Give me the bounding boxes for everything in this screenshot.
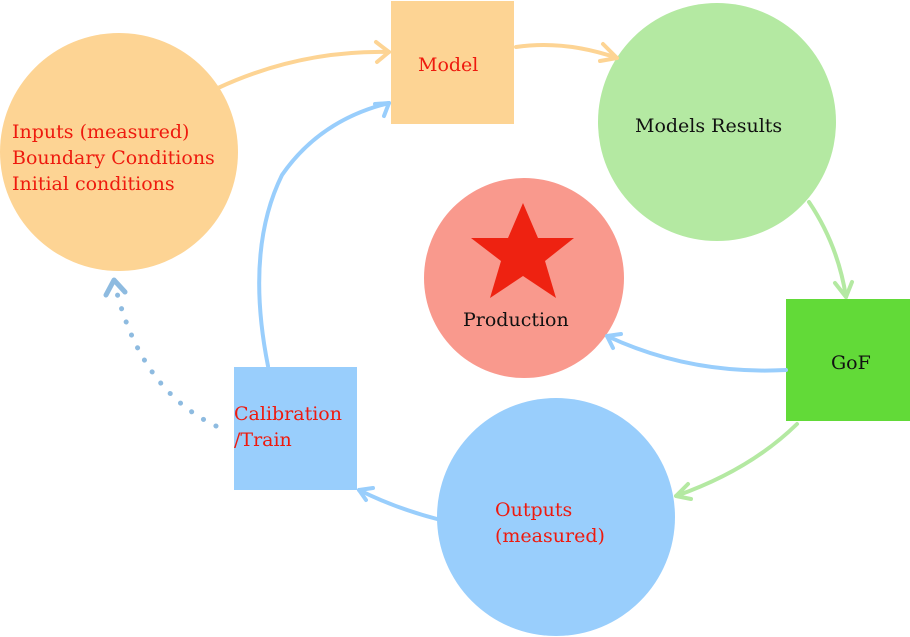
node-model xyxy=(391,1,514,124)
edge-calibration-to-inputs-dotted xyxy=(112,282,219,429)
node-models-results xyxy=(598,3,836,241)
arrowhead-outputs-to-calibration xyxy=(357,486,375,502)
node-outputs xyxy=(437,398,675,636)
outputs-label-line-2: (measured) xyxy=(495,525,605,547)
calibration-label-line-1: Calibration xyxy=(234,403,342,425)
calibration-label: Calibration /Train xyxy=(234,403,348,451)
gof-label: GoF xyxy=(831,352,871,374)
edge-outputs-to-calibration xyxy=(357,488,439,521)
arrowhead-inputs-to-model xyxy=(374,40,391,64)
inputs-label: Inputs (measured) Boundary Conditions In… xyxy=(12,121,221,195)
inputs-label-line-1: Inputs (measured) xyxy=(12,121,189,143)
edge-results-to-gof xyxy=(807,200,848,299)
model-label: Model xyxy=(418,54,478,76)
node-gof xyxy=(786,299,910,421)
arrowhead-calibration-to-inputs xyxy=(103,277,128,298)
production-label: Production xyxy=(463,309,569,331)
outputs-label: Outputs (measured) xyxy=(495,499,605,547)
arrowhead-gof-to-outputs xyxy=(674,482,693,501)
edge-gof-to-outputs xyxy=(674,422,799,498)
arrowhead-calibration-to-model xyxy=(373,101,391,118)
edge-calibration-to-model xyxy=(257,101,391,368)
arrowhead-model-to-results xyxy=(598,42,619,63)
edge-model-to-results xyxy=(514,43,619,60)
node-production xyxy=(424,178,624,378)
arrowhead-results-to-gof xyxy=(833,280,854,299)
node-calibration xyxy=(234,367,357,490)
models-results-label: Models Results xyxy=(635,115,782,137)
arrowhead-gof-to-production xyxy=(605,332,623,350)
node-inputs xyxy=(0,33,238,271)
calibration-label-line-2: /Train xyxy=(234,429,292,451)
star-icon xyxy=(471,203,574,298)
inputs-label-line-3: Initial conditions xyxy=(12,173,175,195)
edge-gof-to-production xyxy=(605,334,788,373)
edge-inputs-to-model xyxy=(216,49,391,90)
outputs-label-line-1: Outputs xyxy=(495,499,572,521)
inputs-label-line-2: Boundary Conditions xyxy=(12,147,215,169)
